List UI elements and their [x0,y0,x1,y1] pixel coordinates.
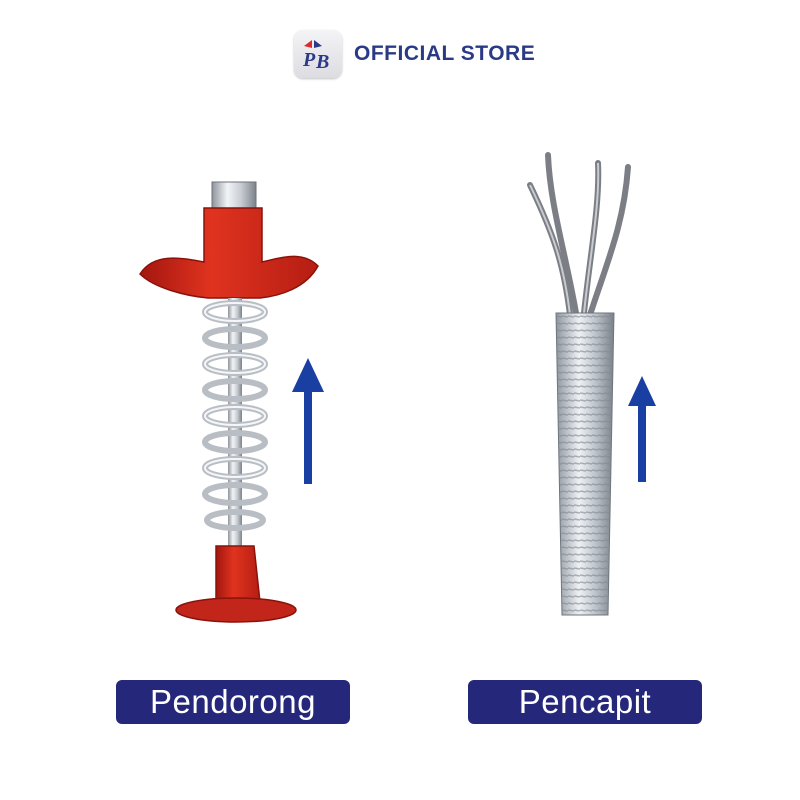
claw-grabber-image [527,152,631,616]
pencapit-label-text: Pencapit [518,683,652,720]
up-arrow-icon [292,358,324,484]
official-store-label: OFFICIAL STORE [354,42,536,65]
svg-text:P: P [302,49,316,71]
pencapit-label: Pencapit [468,680,702,724]
store-logo: P B [294,30,342,78]
pendorong-label-text: Pendorong [150,683,316,720]
svg-text:B: B [315,51,329,73]
spring-pusher-image [139,181,319,623]
pb-logo-icon: P B [302,40,329,73]
store-header: P B OFFICIAL STORE [294,30,535,78]
pendorong-label: Pendorong [116,680,350,724]
up-arrow-icon [628,376,656,482]
